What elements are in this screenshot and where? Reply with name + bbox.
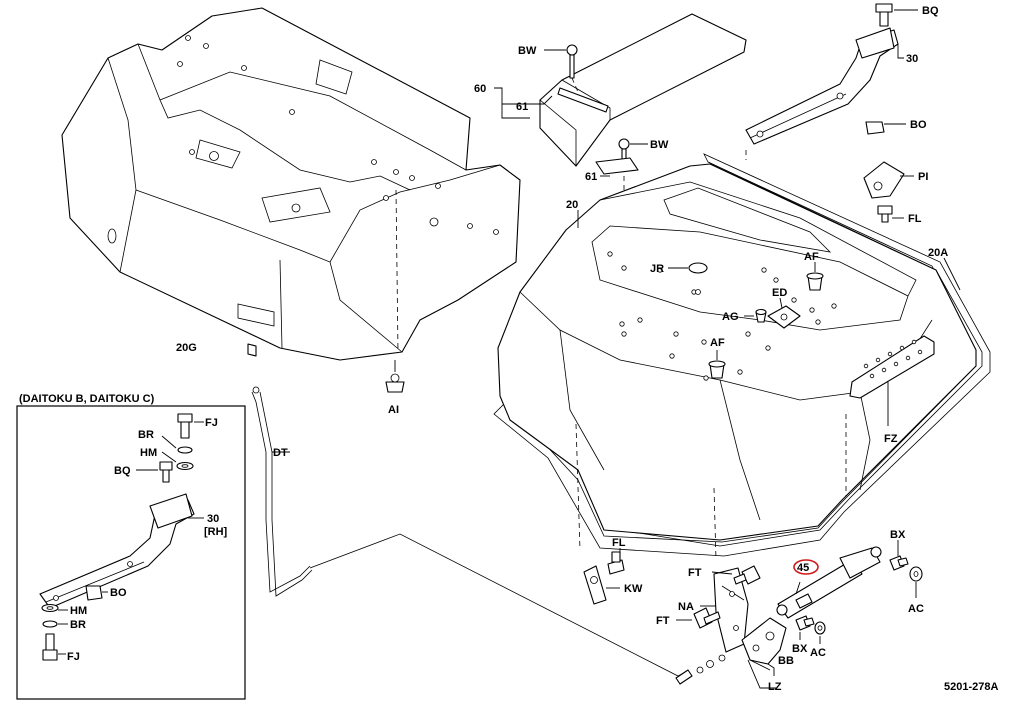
label-AI: AI xyxy=(388,404,399,416)
highlight-45 xyxy=(793,559,819,575)
seat-shell-20 xyxy=(497,163,977,561)
inset-washer-HM-bottom xyxy=(41,603,59,613)
label-DT: DT xyxy=(273,447,288,459)
bracket-NA xyxy=(713,567,749,653)
grommet-AF-bottom xyxy=(708,360,726,379)
label-45: 45 xyxy=(797,562,809,574)
label-BX-bottom: BX xyxy=(792,643,808,655)
cable-DT xyxy=(247,343,313,597)
leader-45 xyxy=(795,581,801,595)
leader-20A xyxy=(943,257,961,291)
label-ED: ED xyxy=(772,287,787,299)
inset-washer-BR-bottom xyxy=(42,620,58,628)
screw-BW-top xyxy=(566,44,578,79)
strut-45 xyxy=(776,546,882,619)
label-30: 30 xyxy=(906,53,918,65)
label-20A: 20A xyxy=(928,247,948,259)
grommet-JR xyxy=(688,262,708,295)
label-BB: BB xyxy=(778,655,794,667)
seat-base-20G xyxy=(61,7,521,361)
diagram-code: 5201-278A xyxy=(944,681,998,693)
bolt-BQ xyxy=(875,3,893,27)
label-AF-bottom: AF xyxy=(710,337,725,349)
inset-bolt-FJ-bottom xyxy=(42,633,58,661)
label-PI: PI xyxy=(918,171,928,183)
label-KW: KW xyxy=(624,583,643,595)
label-AG: AG xyxy=(722,311,739,323)
cable-line xyxy=(309,533,687,677)
leader-60-61 xyxy=(494,87,553,119)
washer-AC-top xyxy=(909,566,923,582)
inset-label-HM-bottom: HM xyxy=(70,605,87,617)
label-BO: BO xyxy=(910,119,927,131)
inset-bolt-BQ xyxy=(159,461,173,483)
inset-label-HM-top: HM xyxy=(140,447,157,459)
bolt-FT-bottom xyxy=(693,607,721,629)
connector-end xyxy=(675,654,726,685)
inset-box xyxy=(16,405,246,700)
bolt-BX-top xyxy=(889,555,909,571)
label-NA: NA xyxy=(678,601,694,613)
label-20G: 20G xyxy=(176,342,197,354)
inset-label-BR-top: BR xyxy=(138,429,154,441)
inset-label-FJ-bottom: FJ xyxy=(67,651,80,663)
latch-BB xyxy=(741,617,787,671)
inset-label-FJ-top: FJ xyxy=(205,417,218,429)
inset-label-30: 30 xyxy=(207,513,219,525)
dash-BW-top xyxy=(571,77,579,93)
striker-KW xyxy=(583,565,607,605)
inset-label-BR-bottom: BR xyxy=(70,619,86,631)
label-61-mid: 61 xyxy=(585,171,597,183)
label-AC-bottom: AC xyxy=(810,647,826,659)
cover-60 xyxy=(539,13,747,167)
label-BW-mid: BW xyxy=(650,139,669,151)
clip-AG xyxy=(755,308,767,323)
label-60: 60 xyxy=(474,83,486,95)
inset-washer-HM-top xyxy=(176,461,194,471)
grommet-AF-top xyxy=(806,272,824,291)
leader-BB-LZ xyxy=(747,659,776,689)
leader-FT-top xyxy=(711,571,733,575)
inset-bolt-FJ-top xyxy=(177,413,193,439)
label-61-top: 61 xyxy=(516,101,528,113)
inset-title: (DAITOKU B, DAITOKU C) xyxy=(19,393,155,405)
bolt-FT-top xyxy=(733,565,761,585)
pad-ED xyxy=(767,305,801,329)
washer-AC-bottom xyxy=(814,621,826,635)
label-AC-top: AC xyxy=(908,603,924,615)
inset-leader-BR-top xyxy=(161,435,177,449)
inset-leader-HM-top xyxy=(161,451,177,463)
bolt-FL-bottom xyxy=(607,551,625,575)
label-FL: FL xyxy=(908,213,922,225)
bracket-61-mid xyxy=(595,157,639,175)
inset-label-BQ: BQ xyxy=(114,465,131,477)
clip-AI xyxy=(385,373,405,393)
bolt-BX-bottom xyxy=(795,615,815,631)
label-LZ: LZ xyxy=(768,681,782,693)
leader-ED xyxy=(779,297,783,309)
inset-label-BO: BO xyxy=(110,587,127,599)
label-BW-top: BW xyxy=(518,45,537,57)
label-20: 20 xyxy=(566,199,578,211)
label-JR: JR xyxy=(650,263,664,275)
label-FT-top: FT xyxy=(688,567,702,579)
label-BX-top: BX xyxy=(890,529,906,541)
nut-BO xyxy=(865,121,885,135)
bracket-61-top xyxy=(557,87,609,113)
label-BQ: BQ xyxy=(922,5,939,17)
label-FL-bottom: FL xyxy=(612,537,626,549)
inset-washer-BR-top xyxy=(177,446,193,454)
inset-nut-BO xyxy=(85,585,103,601)
bolt-FL-top xyxy=(877,205,893,223)
label-AF-top: AF xyxy=(804,251,819,263)
label-FZ: FZ xyxy=(884,433,898,445)
inset-label-RH: [RH] xyxy=(204,526,228,538)
hinge-arm-30 xyxy=(745,27,899,145)
leader-30 xyxy=(897,44,904,59)
inset-hinge-30 xyxy=(39,493,195,609)
pin-PI xyxy=(863,161,905,199)
label-FT-bottom: FT xyxy=(656,615,670,627)
screw-BW-mid xyxy=(618,138,630,161)
